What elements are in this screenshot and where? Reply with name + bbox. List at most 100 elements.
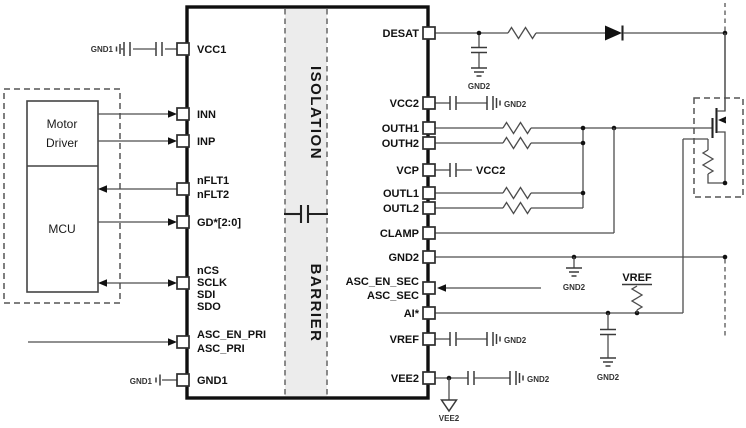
label-gnd2: GND2 xyxy=(388,252,419,264)
pin-inn xyxy=(176,107,190,121)
barrier-label: BARRIER xyxy=(307,264,324,343)
outl2-resistor xyxy=(502,201,532,215)
label-asc-sec: ASC_SEC xyxy=(367,290,419,302)
ic-pins xyxy=(176,26,436,387)
inp-arrow xyxy=(168,137,177,145)
pin-inp xyxy=(176,134,190,148)
clamp-wire xyxy=(435,128,615,234)
pin-asc-pri xyxy=(176,335,190,349)
pin-vcc2 xyxy=(422,96,436,110)
pin-gd xyxy=(176,215,190,229)
isolation-barrier-strip xyxy=(285,9,327,396)
asc-sec-wire xyxy=(437,284,541,292)
mcu-label: MCU xyxy=(48,222,75,236)
label-gnd1: GND1 xyxy=(197,375,228,387)
pin-gnd1 xyxy=(176,373,190,387)
ai-gnd2-ground-icon xyxy=(600,357,616,367)
pin-vcc1 xyxy=(176,42,190,56)
gate-source-resistor xyxy=(701,149,715,175)
label-nflt2: nFLT2 xyxy=(197,189,229,201)
nmos-arrow xyxy=(718,116,726,124)
controller-dashed-outline xyxy=(3,88,121,304)
spi-arrow-right xyxy=(168,279,177,287)
motor-driver-mcu-box xyxy=(26,100,99,293)
desat-gnd2-label: GND2 xyxy=(468,82,491,91)
label-desat: DESAT xyxy=(383,28,420,40)
gnd1-pin-ground: GND1 xyxy=(130,374,177,386)
vee2-supply-label: VEE2 xyxy=(439,414,460,423)
rail-gnd2-ground-icon xyxy=(566,267,582,277)
label-nflt1: nFLT1 xyxy=(197,175,229,187)
asc-pri-arrow xyxy=(168,338,177,346)
vcp-capacitor: VCC2 xyxy=(435,163,505,177)
spi-arrow-left xyxy=(98,279,107,287)
label-outh2: OUTH2 xyxy=(382,138,419,150)
label-inn: INN xyxy=(197,109,216,121)
pin-clamp xyxy=(422,226,436,240)
rail-gnd2-label: GND2 xyxy=(563,283,586,292)
pin-outl2 xyxy=(422,201,436,215)
vcp-vcc2-label: VCC2 xyxy=(476,165,505,177)
gate-output-network xyxy=(435,121,712,215)
pin-labels-left: VCC1 INN INP nFLT1 nFLT2 GD*[2:0] nCS SC… xyxy=(197,44,266,387)
inn-arrow xyxy=(168,110,177,118)
vref-pullup-resistor xyxy=(630,285,644,311)
pin-spi xyxy=(176,276,190,290)
desat-resistor xyxy=(507,26,537,40)
isolation-label: ISOLATION xyxy=(307,66,324,160)
label-sclk: SCLK xyxy=(197,277,227,289)
gnd1-net-label: GND1 xyxy=(91,45,114,54)
outh1-resistor xyxy=(502,121,532,135)
ic-body: ISOLATION BARRIER xyxy=(185,5,430,400)
pin-asc-sec xyxy=(422,281,436,295)
desat-diode-icon xyxy=(605,25,624,41)
label-asc-pri: ASC_PRI xyxy=(197,343,245,355)
pin-gnd2 xyxy=(422,250,436,264)
mosfet-dashed-outline xyxy=(693,97,744,198)
ai-sense-network: GND2 VREF xyxy=(435,138,708,382)
pin-ai xyxy=(422,306,436,320)
label-outh1: OUTH1 xyxy=(382,123,419,135)
nflt-arrow xyxy=(98,185,107,193)
label-vcp: VCP xyxy=(396,165,419,177)
pin-outh1 xyxy=(422,121,436,135)
outl1-resistor xyxy=(502,186,532,200)
label-outl1: OUTL1 xyxy=(383,188,419,200)
nmos-transistor-icon xyxy=(711,33,726,183)
label-clamp: CLAMP xyxy=(380,228,419,240)
vcc1-decoupling-caps: GND1 xyxy=(91,42,177,56)
ai-gnd2-label: GND2 xyxy=(597,373,620,382)
vcc2-decoupling-caps: GND2 xyxy=(435,96,527,110)
pin-vref xyxy=(422,332,436,346)
pin-nflt xyxy=(176,182,190,196)
label-vcc2: VCC2 xyxy=(390,98,419,110)
pin-outl1 xyxy=(422,186,436,200)
pin-desat xyxy=(422,26,436,40)
label-inp: INP xyxy=(197,136,215,148)
asc-sec-arrow xyxy=(437,284,446,292)
motor-driver-label-line1: Motor xyxy=(47,117,78,131)
label-asc-en-pri: ASC_EN_PRI xyxy=(197,329,266,341)
controller-block: Motor Driver MCU xyxy=(3,88,121,304)
gnd2-rail: GND2 xyxy=(435,254,728,337)
vcc2-gnd2-label: GND2 xyxy=(504,100,527,109)
gnd1-pin-net-label: GND1 xyxy=(130,377,153,386)
vee2-network: GND2 VEE2 xyxy=(435,371,550,423)
pin-vee2 xyxy=(422,371,436,385)
label-vref: VREF xyxy=(390,334,420,346)
label-vee2: VEE2 xyxy=(391,373,419,385)
label-ncs: nCS xyxy=(197,265,219,277)
motor-driver-label-line2: Driver xyxy=(46,136,78,150)
vref-decoupling-caps: GND2 xyxy=(435,332,527,346)
primary-side-wires xyxy=(28,110,177,346)
vee2-gnd2-label: GND2 xyxy=(527,375,550,384)
desat-network: GND2 xyxy=(435,3,728,91)
desat-gnd2-ground-icon xyxy=(471,67,487,77)
gd-arrow xyxy=(168,218,177,226)
label-ai: AI* xyxy=(404,308,420,320)
label-outl2: OUTL2 xyxy=(383,203,419,215)
outh2-resistor xyxy=(502,136,532,150)
barrier-capacitor-icon xyxy=(284,205,328,223)
